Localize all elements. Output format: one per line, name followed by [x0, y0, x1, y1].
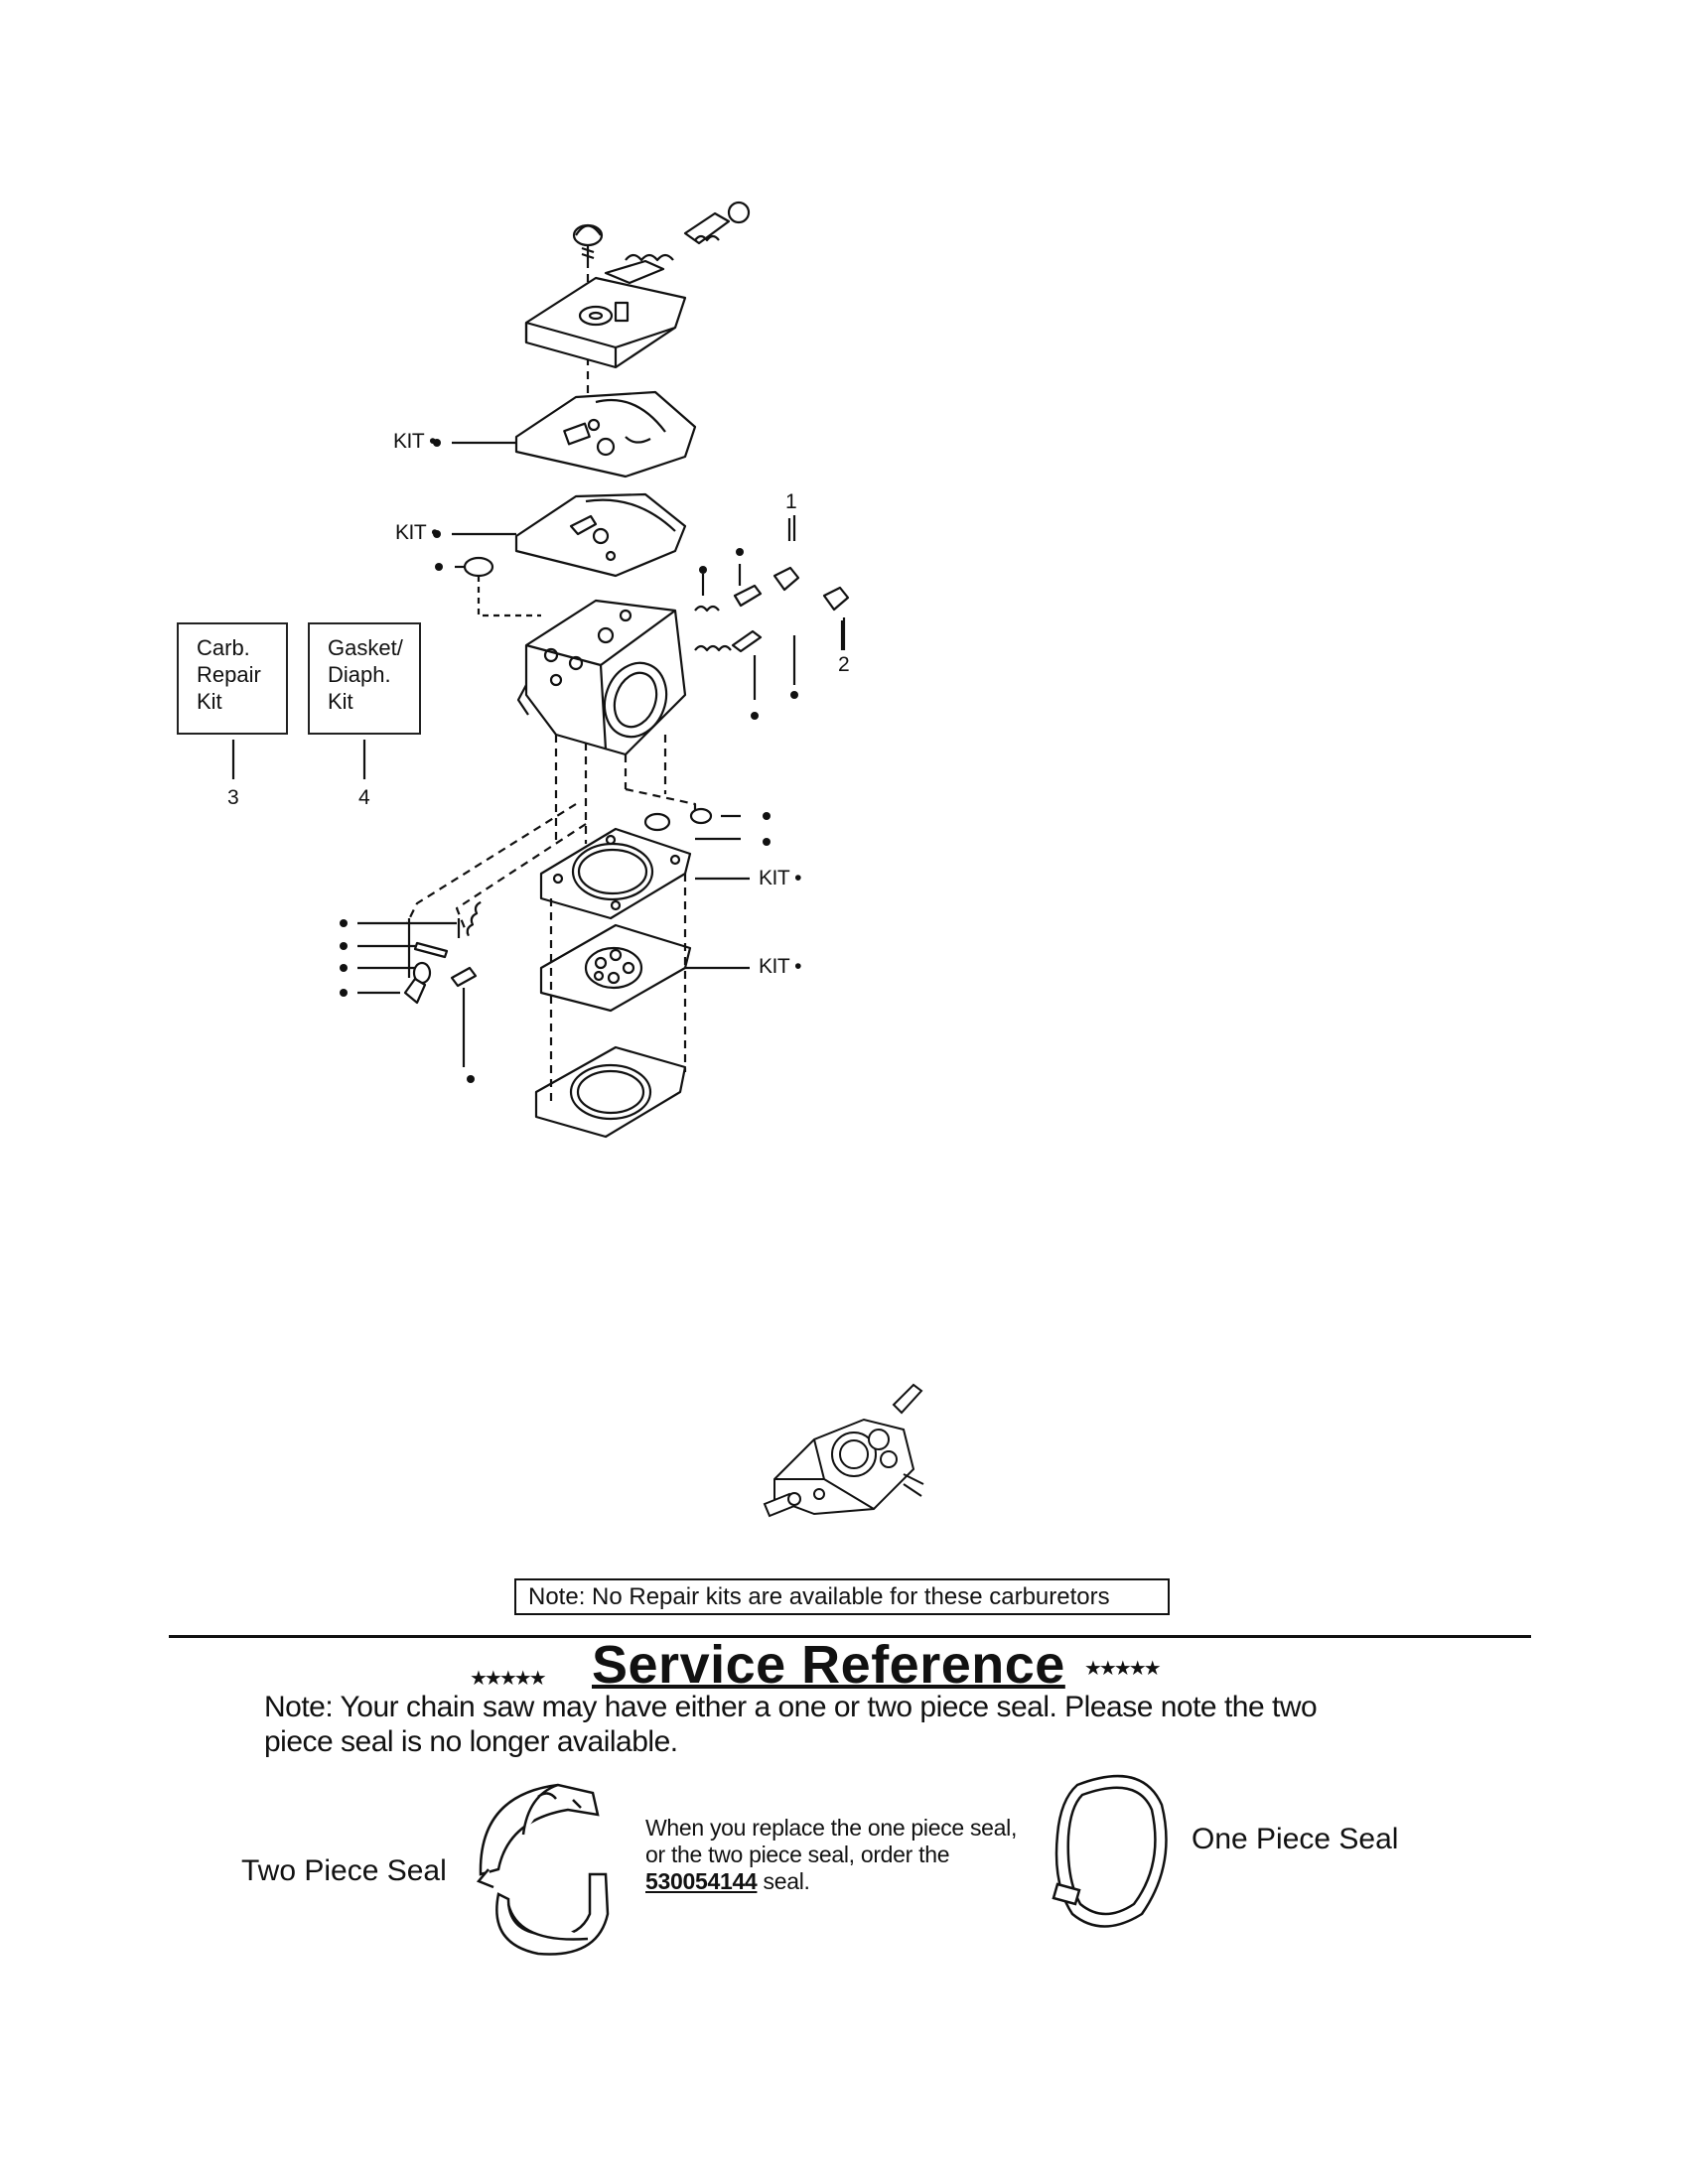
- service-reference-title: Service Reference: [592, 1635, 1065, 1695]
- spring-screw-icon: [625, 201, 751, 262]
- small-parts-icon: [403, 900, 482, 1005]
- ref-number-2: 2: [838, 653, 850, 676]
- needle-valve-icon: [694, 566, 850, 653]
- seal-part-number: 530054144: [645, 1868, 758, 1894]
- ref-number-3: 3: [227, 786, 239, 809]
- stars-right: ★★★★★: [1084, 1658, 1162, 1680]
- pump-gasket-icon: [539, 827, 692, 920]
- cover-plate-icon: [524, 259, 687, 369]
- note-box: Note: No Repair kits are available for t…: [514, 1578, 1170, 1615]
- bottom-cover-icon: [534, 1045, 687, 1139]
- seal-replacement-description: When you replace the one piece seal, or …: [645, 1815, 1018, 1894]
- kit-callout: KIT •: [393, 430, 436, 453]
- two-piece-seal-label: Two Piece Seal: [241, 1854, 447, 1887]
- ref-number-1: 1: [785, 490, 797, 513]
- carburetor-body-icon: [516, 599, 687, 756]
- carburetor-exploded-diagram: [231, 201, 850, 1139]
- service-note: Note: Your chain saw may have either a o…: [264, 1691, 1318, 1758]
- kit-callout: KIT •: [759, 867, 801, 889]
- assembled-carburetor-icon: [763, 1383, 924, 1518]
- ref-number-4: 4: [358, 786, 370, 809]
- metering-gasket-icon: [514, 390, 697, 478]
- kit-callout: KIT •: [395, 521, 438, 544]
- top-screw-icon: [572, 223, 604, 260]
- section-divider: [169, 1635, 1531, 1638]
- one-piece-seal-label: One Piece Seal: [1192, 1823, 1399, 1855]
- stars-left: ★★★★★: [470, 1668, 547, 1690]
- two-piece-seal-icon: [476, 1783, 610, 1956]
- kit-callout: KIT •: [759, 955, 801, 978]
- one-piece-seal-icon: [1052, 1774, 1168, 1928]
- pump-diaphragm-icon: [539, 923, 692, 1013]
- metering-diaphragm-icon: [514, 492, 687, 578]
- gasket-diaph-kit-box: Gasket/Diaph.Kit: [308, 622, 421, 735]
